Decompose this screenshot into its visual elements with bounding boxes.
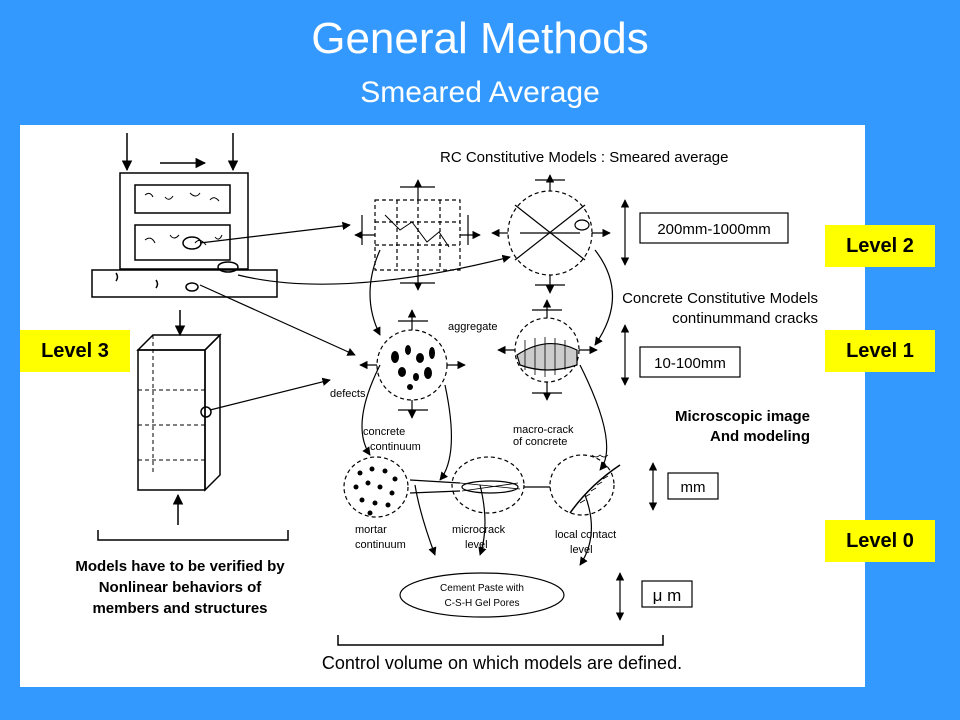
cement-line1: Cement Paste with <box>440 583 524 594</box>
rc-heading: RC Constitutive Models : Smeared average <box>440 149 728 166</box>
aggregate-element <box>359 309 466 419</box>
column-element <box>136 310 222 525</box>
concrete-continuum-line1: concrete <box>363 426 405 438</box>
rc-circle-element <box>491 174 611 294</box>
rc-grid-element <box>354 179 481 291</box>
microcrack-line2: level <box>465 539 488 551</box>
control-volume-bracket <box>337 635 664 646</box>
local-contact-line2: level <box>570 544 593 556</box>
frame-structure <box>91 133 278 298</box>
microcrack-line1: microcrack <box>452 524 506 536</box>
level-2-badge: Level 2 <box>825 225 935 267</box>
verify-line2: Nonlinear behaviors of <box>99 579 263 596</box>
defects-label: defects <box>330 388 366 400</box>
connector-lines <box>199 221 511 411</box>
verify-bracket <box>97 530 289 541</box>
micro-heading-line2: And modeling <box>710 428 810 445</box>
level-transition-arrows <box>361 249 613 566</box>
mortar-element <box>343 456 409 518</box>
scale-label-mm: mm <box>681 479 706 496</box>
scale-label-10: 10-100mm <box>654 355 726 372</box>
level0-um-scale <box>615 572 693 621</box>
control-volume-caption: Control volume on which models are defin… <box>322 653 682 673</box>
mortar-line2: continuum <box>355 539 406 551</box>
macro-crack-element <box>497 299 598 401</box>
concrete-heading-line2: continummand cracks <box>672 310 818 327</box>
scale-label-um: μ m <box>653 586 682 605</box>
cement-line2: C-S-H Gel Pores <box>444 598 519 609</box>
aggregate-label: aggregate <box>448 321 498 333</box>
verify-line3: members and structures <box>92 600 267 617</box>
slide-title: General Methods <box>311 14 649 63</box>
cement-paste-ellipse <box>399 572 565 618</box>
level-3-badge: Level 3 <box>20 330 130 372</box>
level2-scale <box>620 199 789 266</box>
micro-heading-line1: Microscopic image <box>675 408 810 425</box>
local-contact-element <box>524 454 621 516</box>
mortar-line1: mortar <box>355 524 387 536</box>
local-contact-line1: local contact <box>555 529 616 541</box>
level-0-badge: Level 0 <box>825 520 935 562</box>
microcrack-element <box>409 456 525 514</box>
level-1-badge: Level 1 <box>825 330 935 372</box>
level1-scale <box>620 324 741 386</box>
verify-line1: Models have to be verified by <box>75 558 285 575</box>
concrete-continuum-line2: continuum <box>370 441 421 453</box>
concrete-heading-line1: Concrete Constitutive Models <box>622 290 818 307</box>
scale-label-200: 200mm-1000mm <box>657 221 770 238</box>
macro-crack-line1: macro-crack <box>513 424 574 436</box>
diagram-canvas: RC Constitutive Models : Smeared average… <box>75 133 818 673</box>
diagram-panel: RC Constitutive Models : Smeared average… <box>20 125 865 687</box>
macro-crack-line2: of concrete <box>513 436 567 448</box>
level0-mm-scale <box>648 462 719 511</box>
slide-subtitle: Smeared Average <box>360 76 600 109</box>
